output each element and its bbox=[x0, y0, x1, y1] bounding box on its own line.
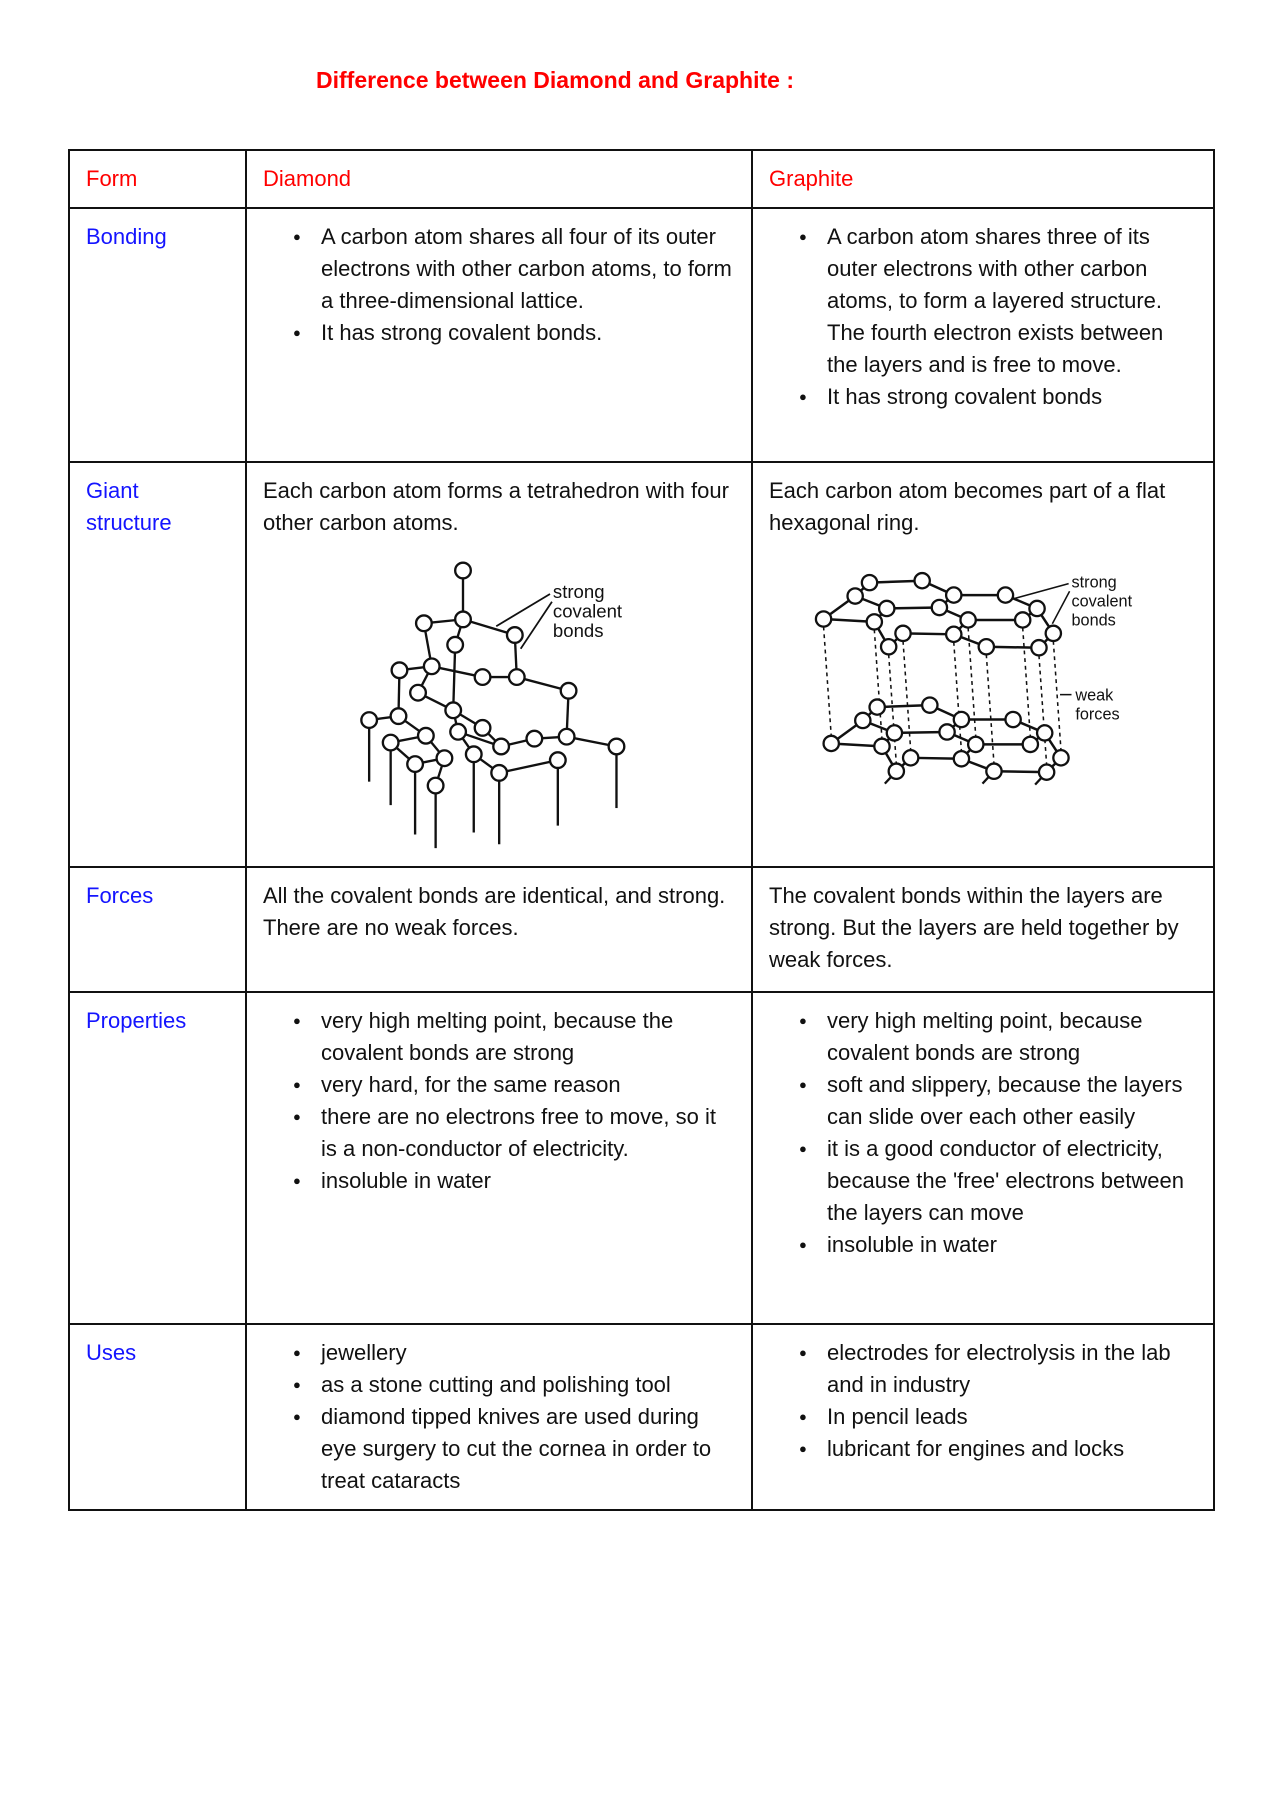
row-uses: Uses jewelleryas a stone cutting and pol… bbox=[68, 1323, 1215, 1511]
row-giant-structure: Giant structure Each carbon atom forms a… bbox=[68, 461, 1215, 868]
giant-diamond-text: Each carbon atom forms a tetrahedron wit… bbox=[263, 478, 729, 535]
strong-covalent-bonds-label: strong bbox=[553, 581, 605, 602]
bullet-item: very high melting point, because the cov… bbox=[293, 1005, 735, 1069]
properties-graphite-list: very high melting point, because covalen… bbox=[769, 1005, 1197, 1261]
bullet-item: insoluble in water bbox=[799, 1229, 1197, 1261]
svg-text:covalent: covalent bbox=[553, 600, 623, 621]
bullet-item: there are no electrons free to move, so … bbox=[293, 1101, 735, 1165]
row-forces: Forces All the covalent bonds are identi… bbox=[68, 866, 1215, 993]
bullet-item: jewellery bbox=[293, 1337, 735, 1369]
bullet-item: insoluble in water bbox=[293, 1165, 735, 1197]
bullet-item: In pencil leads bbox=[799, 1401, 1197, 1433]
uses-diamond-list: jewelleryas a stone cutting and polishin… bbox=[263, 1337, 735, 1497]
bullet-item: A carbon atom shares all four of its out… bbox=[293, 221, 735, 317]
bullet-item: It has strong covalent bonds. bbox=[293, 317, 735, 349]
row-label-properties: Properties bbox=[68, 991, 247, 1325]
svg-text:bonds: bonds bbox=[1072, 612, 1116, 630]
diamond-structure-diagram: strong covalent bonds bbox=[360, 561, 626, 849]
header-diamond: Diamond bbox=[245, 149, 753, 209]
cell-bonding-diamond: A carbon atom shares all four of its out… bbox=[245, 207, 753, 463]
row-bonding: Bonding A carbon atom shares all four of… bbox=[68, 207, 1215, 463]
svg-text:forces: forces bbox=[1075, 706, 1119, 724]
row-label-bonding: Bonding bbox=[68, 207, 247, 463]
forces-diamond-text: All the covalent bonds are identical, an… bbox=[263, 883, 726, 940]
bullet-item: electrodes for electrolysis in the lab a… bbox=[799, 1337, 1197, 1401]
row-label-giant-structure: Giant structure bbox=[68, 461, 247, 868]
svg-text:covalent: covalent bbox=[1072, 593, 1133, 611]
comparison-table: Form Diamond Graphite Bonding A carbon a… bbox=[68, 149, 1215, 1511]
strong-covalent-bonds-label: strong bbox=[1072, 573, 1117, 591]
cell-properties-graphite: very high melting point, because covalen… bbox=[751, 991, 1215, 1325]
bullet-item: soft and slippery, because the layers ca… bbox=[799, 1069, 1197, 1133]
svg-text:bonds: bonds bbox=[553, 620, 604, 641]
weak-forces-label: weak bbox=[1074, 686, 1114, 704]
bullet-item: as a stone cutting and polishing tool bbox=[293, 1369, 735, 1401]
page-title: Difference between Diamond and Graphite … bbox=[316, 67, 794, 93]
uses-graphite-list: electrodes for electrolysis in the lab a… bbox=[769, 1337, 1197, 1465]
bullet-item: very high melting point, because covalen… bbox=[799, 1005, 1197, 1069]
cell-uses-diamond: jewelleryas a stone cutting and polishin… bbox=[245, 1323, 753, 1511]
cell-uses-graphite: electrodes for electrolysis in the lab a… bbox=[751, 1323, 1215, 1511]
cell-bonding-graphite: A carbon atom shares three of its outer … bbox=[751, 207, 1215, 463]
giant-graphite-text: Each carbon atom becomes part of a flat … bbox=[769, 478, 1166, 535]
row-label-forces: Forces bbox=[68, 866, 247, 993]
bullet-item: very hard, for the same reason bbox=[293, 1069, 735, 1101]
bonding-diamond-list: A carbon atom shares all four of its out… bbox=[263, 221, 735, 349]
bullet-item: it is a good conductor of electricity, b… bbox=[799, 1133, 1197, 1229]
cell-giant-diamond: Each carbon atom forms a tetrahedron wit… bbox=[245, 461, 753, 868]
forces-graphite-text: The covalent bonds within the layers are… bbox=[769, 883, 1179, 972]
bonding-graphite-list: A carbon atom shares three of its outer … bbox=[769, 221, 1197, 413]
row-label-uses: Uses bbox=[68, 1323, 247, 1511]
bullet-item: It has strong covalent bonds bbox=[799, 381, 1197, 413]
header-form: Form bbox=[68, 149, 247, 209]
bullet-item: diamond tipped knives are used during ey… bbox=[293, 1401, 735, 1497]
row-properties: Properties very high melting point, beca… bbox=[68, 991, 1215, 1325]
cell-properties-diamond: very high melting point, because the cov… bbox=[245, 991, 753, 1325]
cell-forces-graphite: The covalent bonds within the layers are… bbox=[751, 866, 1215, 993]
bullet-item: A carbon atom shares three of its outer … bbox=[799, 221, 1197, 381]
properties-diamond-list: very high melting point, because the cov… bbox=[263, 1005, 735, 1197]
header-graphite: Graphite bbox=[751, 149, 1215, 209]
bullet-item: lubricant for engines and locks bbox=[799, 1433, 1197, 1465]
cell-giant-graphite: Each carbon atom becomes part of a flat … bbox=[751, 461, 1215, 868]
header-row: Form Diamond Graphite bbox=[68, 149, 1215, 209]
cell-forces-diamond: All the covalent bonds are identical, an… bbox=[245, 866, 753, 993]
graphite-structure-diagram: strong covalent bonds weak forces bbox=[814, 571, 1133, 786]
